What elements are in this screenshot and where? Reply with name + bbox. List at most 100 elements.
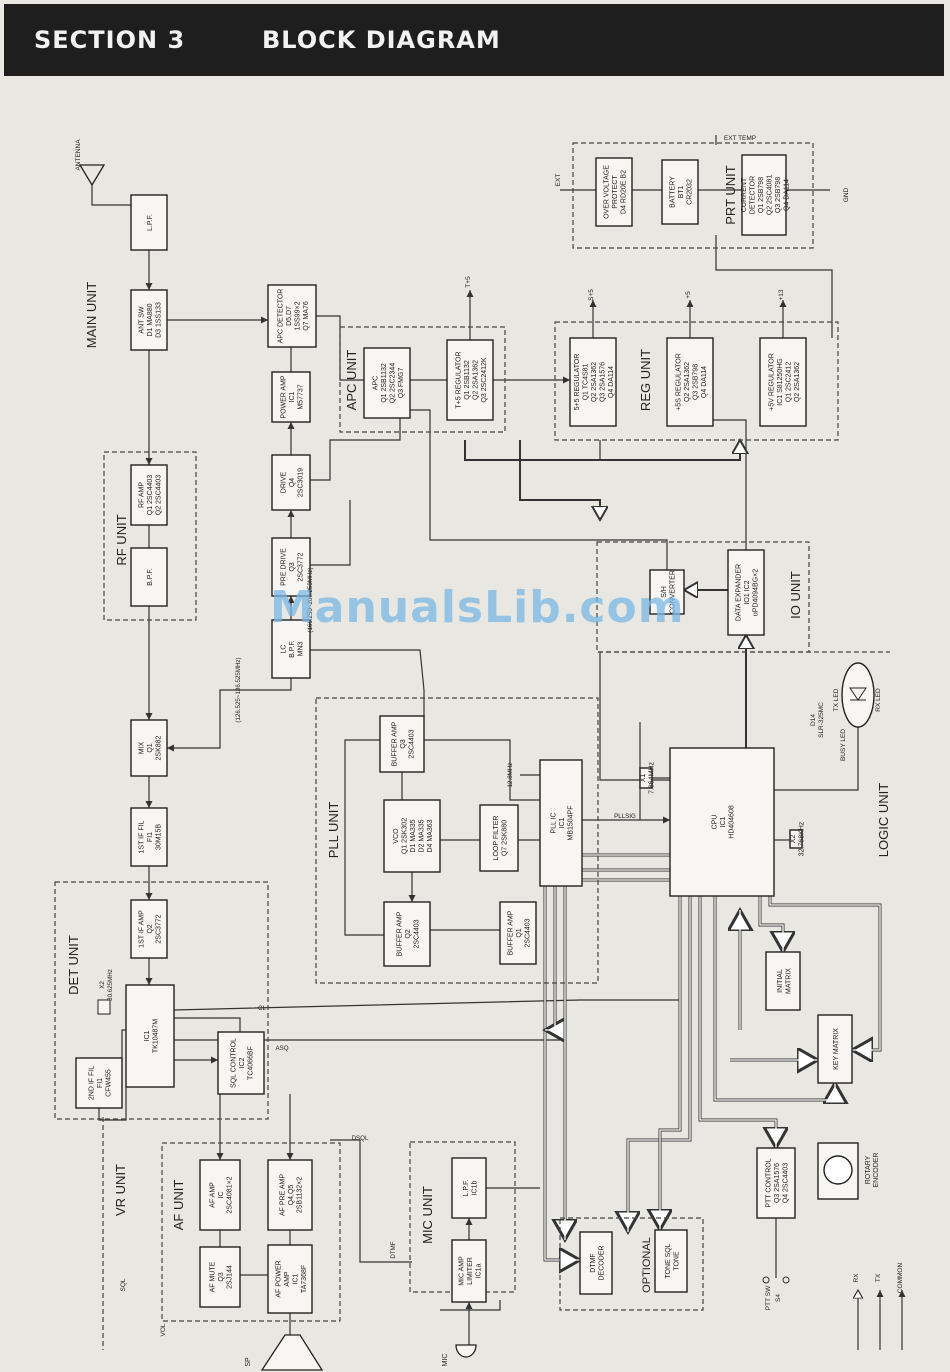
block-vco [383,799,441,873]
block-text-afpwr: AMP [284,1271,291,1287]
block-text-apc: Q1 2SB1132 [381,363,388,403]
block-text-filt1: 30M15B [156,824,163,850]
block-text-ioexp: uPD4094BG×2 [753,569,760,616]
sql-control-label: SQL [120,1278,127,1291]
block-text-antsw: D1 MA880 [147,303,154,336]
led-d14 [841,662,875,728]
block-text-reg1: Q1 TC4S81 [583,363,590,400]
block-cpu [669,747,775,897]
block-text-cpu: IC1 [720,816,727,827]
t5-label: T+5 [465,276,472,288]
block-reg3 [759,337,807,427]
block-text-rfamp: RF AMP [139,482,146,508]
block-text-reg1: Q3 2SA1576 [600,362,607,402]
led-diode-icon [849,687,867,701]
block-text-predrive: PRE DRIVE [281,548,288,586]
block-batt [661,159,699,225]
block-text-curr: Q4 DA114 [783,179,790,211]
block-text-reg1: Q4 DA114 [608,366,615,398]
block-text-nfil: CFW455 [106,1069,113,1097]
block-text-vco: VCO [393,828,400,844]
block-afmute [199,1246,241,1308]
block-buf1 [499,901,537,965]
data-bus [698,896,776,1148]
prt-unit-box [572,142,814,249]
block-text-apc: Q3 FMG7 [398,368,405,399]
block-text-drive: Q4 [289,478,296,487]
block-predrive [271,537,311,597]
block-xt2 [789,829,803,849]
data-bus [565,853,670,1240]
signal-line [464,440,740,461]
section-title: BLOCK DIAGRAM [262,26,501,54]
block-text-apcdet: D5,D7 [286,306,293,326]
block-text-apcdet: 1SS99×2 [294,301,301,330]
block-text-xt2: 32.768KHz [798,821,805,856]
cl-label: CL [258,1005,266,1012]
block-text-batt: BT1 [678,185,685,198]
block-text-rfamp: Q1 2SC4403 [147,475,154,516]
block-text-initmat: MATRIX [785,968,792,994]
block-text-afamp1: IC [218,1192,225,1199]
block-text-sh: S/H [661,586,668,598]
block-text-lpf2: L.P.F. [463,1179,470,1196]
block-text-afamp2: 2SB1132×2 [297,1177,304,1213]
block-ioexp [727,549,765,636]
block-text-rfamp: Q2 2SC4403 [156,475,163,516]
block-text-reg2: Q2 2SA1362 [684,362,691,402]
block-text-buf3: 2SC4403 [409,729,416,758]
lo-frequency-label: (166.250~206.250MHz) [307,567,314,632]
speaker-label: SP [245,1357,252,1367]
det-unit-box [54,881,269,1120]
block-text-initmat: INITIAL [777,969,784,993]
pll-signal-label: PLLSIG [614,813,636,820]
block-text-lcbpf: MN3 [298,642,305,657]
lo-frequency-label: (126.525~186.525MHz) [235,657,242,722]
block-text-lpf2: IC1b [471,1181,478,1196]
signal-line [121,1029,126,1058]
block-text-apc: APC [372,376,379,390]
block-afpwr [267,1244,313,1314]
block-keymat [817,1014,853,1084]
data-bus-inner [759,896,784,952]
block-buf2 [383,901,431,967]
unit-label-main: MAIN UNIT [84,282,99,349]
ext-label: EXT [555,174,562,187]
block-text-curr: Q3 2SB798 [775,177,782,213]
block-sh [649,569,685,615]
signal-line [774,727,859,791]
signal-line [440,1300,501,1311]
legend-label: TX [875,1273,882,1282]
block-text-lcbpf: B.P.F. [289,640,296,658]
ext-temp-label: EXT TEMP [724,135,756,142]
block-tone [654,1229,688,1293]
apc-unit-box [339,326,506,433]
block-apcdet [267,284,317,348]
block-text-pttctl: PTT CONTROL [766,1158,773,1207]
block-text-cpu: HD404608 [729,805,736,839]
signal-line [519,440,600,520]
block-text-afmute: 2SJ144 [227,1265,234,1289]
block-reg1 [569,337,617,427]
block-lpf [130,194,168,251]
block-ovp [595,157,633,227]
signal-line [424,739,540,801]
block-text-ic1: IC1 [144,1030,151,1041]
block-antsw [130,289,168,351]
section-number: SECTION 3 [34,26,186,54]
block-text-mix: 2SK882 [156,735,163,760]
block-text-plic: MB1504PF [568,805,575,840]
block-text-buf1: BUFFER AMP [508,910,515,955]
rotary-knob [823,1155,853,1185]
ptt-switch-label: S4 [775,1294,782,1302]
block-text-miclim: IC1a [476,1264,483,1279]
block-text-tone: TONE [673,1251,680,1271]
block-text-curr: Q1 2SB798 [758,177,765,213]
block-text-apcdet: Q7 MA76 [303,301,310,331]
block-text-batt: CR2032 [687,179,694,205]
crystal-label: X2 [99,981,106,989]
block-text-apc: Q2 2SC2344 [389,363,396,404]
block-loopf [479,804,519,872]
block-text-buf2: Q2 [405,929,412,938]
block-text-afamp2: Q4,Q5 [288,1185,295,1206]
